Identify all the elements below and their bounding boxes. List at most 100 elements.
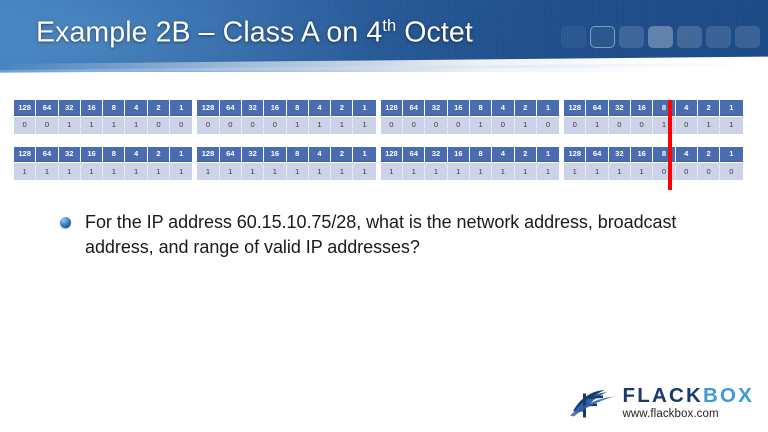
bit-value-cell: 1 (125, 116, 148, 134)
bit-value-cell: 1 (80, 163, 104, 180)
bit-weight-cell: 128 (14, 100, 37, 116)
bit-weight-cell: 64 (36, 146, 59, 162)
bit-weight-cell: 16 (264, 100, 287, 116)
bit-value-cell: 1 (536, 163, 560, 180)
bit-weight-cell: 1 (170, 100, 193, 116)
page-title: Example 2B – Class A on 4th Octet (36, 16, 473, 50)
bit-weight-cell: 4 (125, 146, 148, 162)
bit-value-cell: 1 (514, 163, 537, 180)
bit-value-cell: 1 (147, 163, 171, 180)
bit-weight-cell: 1 (720, 146, 743, 162)
bit-weight-cell: 128 (197, 100, 220, 116)
bit-weight-cell: 32 (58, 100, 81, 116)
bit-weight-cell: 1 (353, 100, 376, 116)
bit-weight-cell: 64 (219, 146, 242, 162)
bit-value-cell: 0 (197, 116, 220, 134)
header-square-5 (677, 26, 702, 48)
bit-weight-cell: 64 (219, 100, 242, 116)
bit-value-cell: 0 (447, 116, 470, 134)
bit-weight-cell: 16 (631, 146, 654, 162)
bit-value-cell: 1 (425, 163, 448, 180)
bit-weight-cell: 4 (675, 100, 698, 116)
bit-weight-cell: 2 (697, 100, 721, 116)
bit-weight-cell: 32 (58, 146, 81, 162)
bit-weight-cell: 2 (514, 146, 537, 162)
question-block: For the IP address 60.15.10.75/28, what … (60, 210, 680, 260)
bit-weight-cell: 32 (425, 100, 448, 116)
bit-weight-cell: 4 (308, 146, 332, 162)
bit-weight-cell: 1 (353, 146, 376, 162)
bit-weight-cell: 128 (380, 100, 404, 116)
bit-value-cell: 0 (170, 116, 193, 134)
bit-weight-cell: 8 (286, 146, 309, 162)
bit-value-cell: 0 (380, 116, 404, 134)
bit-value-cell: 0 (720, 163, 743, 180)
bit-value-cell: 1 (125, 163, 148, 180)
bit-weight-cell: 16 (264, 146, 287, 162)
bit-value-cell: 1 (103, 116, 126, 134)
bit-weight-cell: 1 (536, 100, 560, 116)
bit-value-cell: 1 (353, 116, 376, 134)
bit-value-cell: 1 (308, 116, 332, 134)
bit-value-cell: 1 (380, 163, 404, 180)
bit-value-cell: 0 (492, 116, 515, 134)
bit-weight-cell: 4 (492, 100, 515, 116)
bit-weight-cell: 2 (697, 146, 721, 162)
bit-value-cell: 1 (219, 163, 242, 180)
bit-value-cell: 0 (403, 116, 426, 134)
bit-weight-cell: 16 (80, 146, 104, 162)
header-square-3 (619, 26, 644, 48)
bit-weight-cell: 32 (608, 100, 632, 116)
bit-value-cell: 1 (564, 163, 587, 180)
bit-value-cell: 0 (631, 116, 654, 134)
bit-weight-cell: 16 (447, 100, 470, 116)
bit-value-cell: 1 (586, 163, 609, 180)
bit-weight-cell: 16 (631, 100, 654, 116)
header-square-4 (648, 26, 673, 48)
bit-weight-cell: 2 (147, 146, 171, 162)
bit-value-cell: 0 (264, 116, 287, 134)
bit-value-cell: 1 (58, 116, 81, 134)
bit-value-cell: 1 (286, 163, 309, 180)
bit-value-cell: 0 (14, 116, 37, 134)
bit-value-cell: 1 (653, 116, 676, 134)
bit-value-cell: 1 (331, 163, 354, 180)
bit-weight-cell: 128 (380, 146, 404, 162)
header-square-1 (561, 26, 586, 48)
bit-weight-cell: 32 (425, 146, 448, 162)
bit-weight-cell: 2 (331, 146, 354, 162)
bit-weight-cell: 128 (197, 146, 220, 162)
flackbox-word-part2: BOX (702, 384, 754, 407)
bit-weight-cell: 1 (536, 146, 560, 162)
flackbox-swoosh-icon (569, 390, 614, 418)
bit-value-cell: 0 (608, 116, 632, 134)
bit-weight-cell: 8 (103, 100, 126, 116)
page-title-ordinal: th (382, 16, 397, 35)
bit-weight-cell: 8 (103, 146, 126, 162)
bit-weight-cell: 4 (125, 100, 148, 116)
bit-weight-cell: 2 (331, 100, 354, 116)
bit-value-cell: 1 (170, 163, 193, 180)
bit-value-cell: 1 (80, 116, 104, 134)
bit-weight-cell: 16 (447, 146, 470, 162)
bit-weight-cell: 32 (241, 146, 265, 162)
bit-value-cell: 1 (286, 116, 309, 134)
question-text: For the IP address 60.15.10.75/28, what … (85, 212, 677, 257)
bit-weight-cell: 8 (286, 100, 309, 116)
bit-value-cell: 0 (536, 116, 560, 134)
bit-value-cell: 1 (586, 116, 609, 134)
bit-weight-cell: 128 (564, 100, 587, 116)
bit-weight-cell: 128 (564, 146, 587, 162)
page-title-tail: Octet (396, 16, 473, 49)
